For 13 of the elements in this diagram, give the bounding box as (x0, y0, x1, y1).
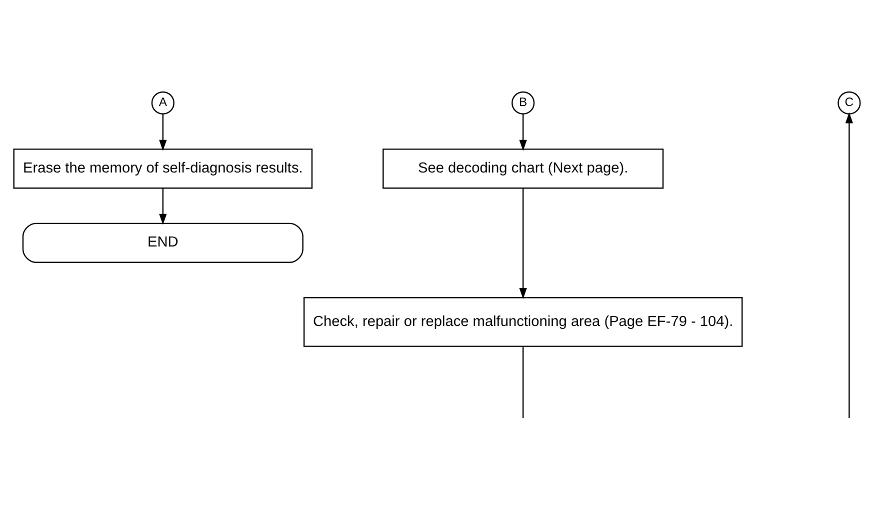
node-circle: C (837, 90, 860, 114)
arrow (158, 114, 166, 150)
connector (522, 346, 524, 418)
arrow (158, 188, 166, 224)
arrow (518, 188, 526, 298)
node-box: See decoding chart (Next page). (382, 148, 664, 188)
node-box: Erase the memory of self-diagnosis results. (12, 148, 312, 188)
arrow (844, 112, 853, 418)
arrow (518, 114, 526, 150)
node-box: END (22, 222, 303, 262)
node-circle: A (150, 90, 174, 114)
node-box: Check, repair or replace malfunctioning area (Page EF-79 - 104). (302, 296, 742, 346)
node-circle: B (511, 90, 534, 114)
